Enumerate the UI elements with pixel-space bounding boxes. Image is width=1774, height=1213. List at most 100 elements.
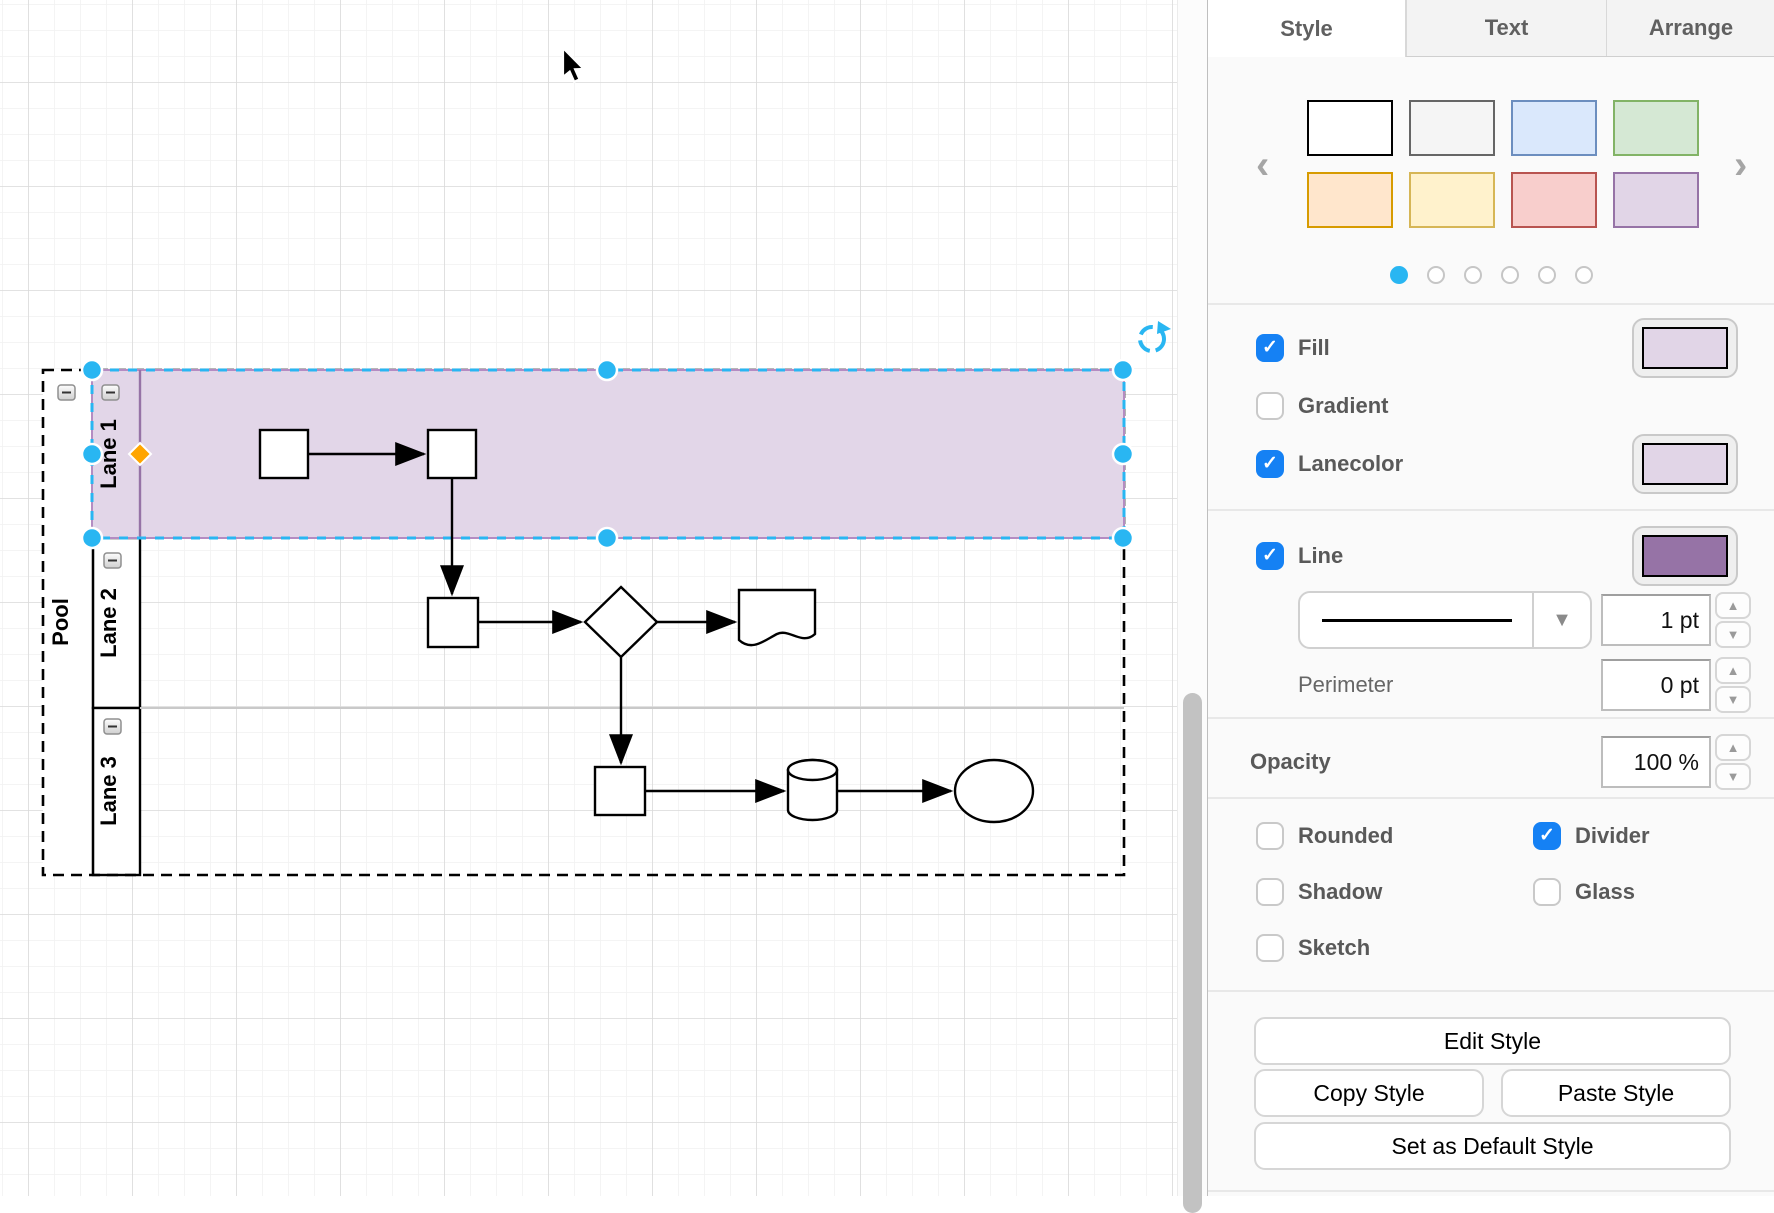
pagination-dot[interactable] bbox=[1501, 266, 1519, 284]
resize-handle-nw[interactable] bbox=[82, 360, 102, 380]
lane1-collapse-button[interactable] bbox=[102, 385, 119, 400]
opacity-input[interactable] bbox=[1601, 736, 1711, 788]
resize-handle-w[interactable] bbox=[82, 444, 102, 464]
stepper-down-button[interactable]: ▼ bbox=[1715, 621, 1751, 648]
pagination-dot[interactable] bbox=[1575, 266, 1593, 284]
format-panel: Style Text Arrange ‹ › ✓ Fill Gradient ✓… bbox=[1207, 0, 1774, 1196]
rounded-label: Rounded bbox=[1298, 823, 1393, 849]
line-color-button[interactable] bbox=[1632, 526, 1738, 586]
perimeter-stepper: ▲ ▼ bbox=[1715, 657, 1751, 713]
resize-handle-s[interactable] bbox=[597, 528, 617, 548]
canvas-scrollbar-track[interactable] bbox=[1177, 0, 1208, 1196]
set-default-style-button[interactable]: Set as Default Style bbox=[1254, 1122, 1731, 1170]
task-shape-1[interactable] bbox=[260, 430, 308, 478]
lane2-label: Lane 2 bbox=[96, 588, 121, 658]
resize-handle-se[interactable] bbox=[1113, 528, 1133, 548]
lanecolor-checkbox[interactable]: ✓ bbox=[1256, 450, 1284, 478]
section-divider bbox=[1208, 797, 1774, 799]
end-ellipse-shape[interactable] bbox=[955, 760, 1033, 822]
style-swatch-green[interactable] bbox=[1613, 100, 1699, 156]
opacity-label: Opacity bbox=[1250, 749, 1331, 775]
glass-checkbox[interactable] bbox=[1533, 878, 1561, 906]
sketch-label: Sketch bbox=[1298, 935, 1370, 961]
opacity-stepper: ▲ ▼ bbox=[1715, 734, 1751, 790]
resize-handle-sw[interactable] bbox=[82, 528, 102, 548]
copy-style-button[interactable]: Copy Style bbox=[1254, 1069, 1484, 1117]
pool-collapse-button[interactable] bbox=[58, 385, 75, 400]
style-swatch-purple[interactable] bbox=[1613, 172, 1699, 228]
lanecolor-color-swatch bbox=[1642, 443, 1728, 485]
cylinder-top bbox=[788, 760, 837, 780]
perimeter-input[interactable] bbox=[1601, 659, 1711, 711]
stepper-up-button[interactable]: ▲ bbox=[1715, 657, 1751, 684]
gradient-label: Gradient bbox=[1298, 393, 1388, 419]
style-swatch-yellow[interactable] bbox=[1409, 172, 1495, 228]
stepper-up-button[interactable]: ▲ bbox=[1715, 734, 1751, 761]
line-checkbox[interactable]: ✓ bbox=[1256, 542, 1284, 570]
stepper-down-button[interactable]: ▼ bbox=[1715, 686, 1751, 713]
shadow-checkbox[interactable] bbox=[1256, 878, 1284, 906]
line-width-input[interactable] bbox=[1601, 594, 1711, 646]
lane1-shape[interactable] bbox=[92, 370, 1124, 538]
lane3-label: Lane 3 bbox=[96, 756, 121, 826]
diagram-canvas[interactable]: Pool Lane 1 Lane 2 Lane 3 bbox=[0, 0, 1177, 1196]
task-shape-3[interactable] bbox=[428, 598, 478, 647]
format-tab-bar: Style Text Arrange bbox=[1208, 0, 1774, 57]
fill-label: Fill bbox=[1298, 335, 1330, 361]
tab-text[interactable]: Text bbox=[1406, 0, 1606, 56]
grid-major-lines bbox=[0, 0, 1177, 1196]
section-divider bbox=[1208, 1190, 1774, 1192]
line-style-preview bbox=[1322, 619, 1512, 622]
style-swatch-white[interactable] bbox=[1307, 100, 1393, 156]
stepper-down-button[interactable]: ▼ bbox=[1715, 763, 1751, 790]
style-swatch-gray[interactable] bbox=[1409, 100, 1495, 156]
resize-handle-n[interactable] bbox=[597, 360, 617, 380]
pagination-dot[interactable] bbox=[1464, 266, 1482, 284]
edit-style-button[interactable]: Edit Style bbox=[1254, 1017, 1731, 1065]
section-divider bbox=[1208, 303, 1774, 305]
shadow-label: Shadow bbox=[1298, 879, 1382, 905]
swatch-next-arrow[interactable]: › bbox=[1734, 145, 1747, 185]
style-swatch-red[interactable] bbox=[1511, 172, 1597, 228]
stepper-up-button[interactable]: ▲ bbox=[1715, 592, 1751, 619]
pagination-dot[interactable] bbox=[1538, 266, 1556, 284]
paste-style-button[interactable]: Paste Style bbox=[1501, 1069, 1731, 1117]
section-divider bbox=[1208, 509, 1774, 511]
swatch-pagination-dots bbox=[1208, 266, 1774, 284]
gradient-checkbox[interactable] bbox=[1256, 392, 1284, 420]
pool-label: Pool bbox=[48, 598, 73, 646]
perimeter-label: Perimeter bbox=[1298, 672, 1393, 698]
divider-checkbox[interactable]: ✓ bbox=[1533, 822, 1561, 850]
fill-checkbox[interactable]: ✓ bbox=[1256, 334, 1284, 362]
tab-arrange[interactable]: Arrange bbox=[1606, 0, 1774, 56]
chevron-down-icon: ▼ bbox=[1532, 593, 1590, 647]
canvas-scrollbar-thumb[interactable] bbox=[1183, 693, 1202, 1213]
task-shape-4[interactable] bbox=[595, 767, 645, 815]
style-swatch-blue[interactable] bbox=[1511, 100, 1597, 156]
line-label: Line bbox=[1298, 543, 1343, 569]
glass-label: Glass bbox=[1575, 879, 1635, 905]
style-swatch-orange[interactable] bbox=[1307, 172, 1393, 228]
section-divider bbox=[1208, 990, 1774, 992]
fill-color-button[interactable] bbox=[1632, 318, 1738, 378]
sketch-checkbox[interactable] bbox=[1256, 934, 1284, 962]
divider-label: Divider bbox=[1575, 823, 1650, 849]
task-shape-2[interactable] bbox=[428, 430, 476, 478]
pagination-dot[interactable] bbox=[1427, 266, 1445, 284]
lane2-collapse-button[interactable] bbox=[104, 553, 121, 568]
resize-handle-e[interactable] bbox=[1113, 444, 1133, 464]
lanecolor-color-button[interactable] bbox=[1632, 434, 1738, 494]
swatch-grid bbox=[1307, 100, 1717, 230]
line-width-stepper: ▲ ▼ bbox=[1715, 592, 1751, 648]
line-color-swatch bbox=[1642, 535, 1728, 577]
section-divider bbox=[1208, 717, 1774, 719]
resize-handle-ne[interactable] bbox=[1113, 360, 1133, 380]
line-style-dropdown[interactable]: ▼ bbox=[1298, 591, 1592, 649]
fill-color-swatch bbox=[1642, 327, 1728, 369]
lane3-collapse-button[interactable] bbox=[104, 719, 121, 734]
rounded-checkbox[interactable] bbox=[1256, 822, 1284, 850]
swatch-prev-arrow[interactable]: ‹ bbox=[1256, 145, 1269, 185]
tab-style[interactable]: Style bbox=[1208, 0, 1406, 57]
pagination-dot[interactable] bbox=[1390, 266, 1408, 284]
lanecolor-label: Lanecolor bbox=[1298, 451, 1403, 477]
